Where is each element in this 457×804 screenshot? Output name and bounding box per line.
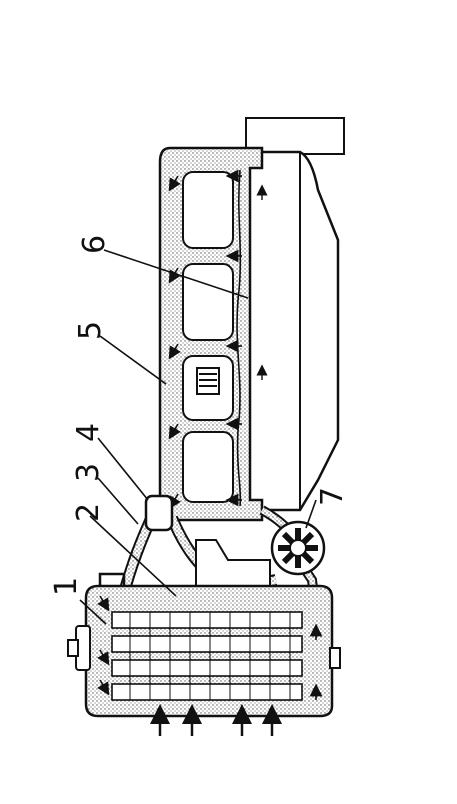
radiator-flow-arrows — [97, 595, 323, 700]
thermostat-housing — [144, 494, 174, 532]
cylinder-4 — [182, 431, 234, 503]
label-4: 4 — [71, 423, 106, 442]
internal-passage — [236, 169, 242, 507]
cylinder-2 — [182, 263, 234, 341]
cylinder-1 — [182, 171, 234, 249]
label-1: 1 — [49, 577, 84, 596]
leader-lines — [79, 249, 317, 625]
label-7: 7 — [315, 487, 350, 506]
radiator-drain — [329, 647, 341, 669]
label-6: 6 — [77, 235, 112, 254]
radiator-core — [111, 611, 303, 701]
label-3: 3 — [71, 463, 106, 482]
label-2: 2 — [71, 503, 106, 522]
oil-pan — [238, 150, 340, 512]
airflow-arrows — [150, 704, 282, 736]
radiator-fins — [129, 612, 291, 700]
filler-neck — [98, 572, 126, 586]
label-5: 5 — [73, 321, 108, 340]
